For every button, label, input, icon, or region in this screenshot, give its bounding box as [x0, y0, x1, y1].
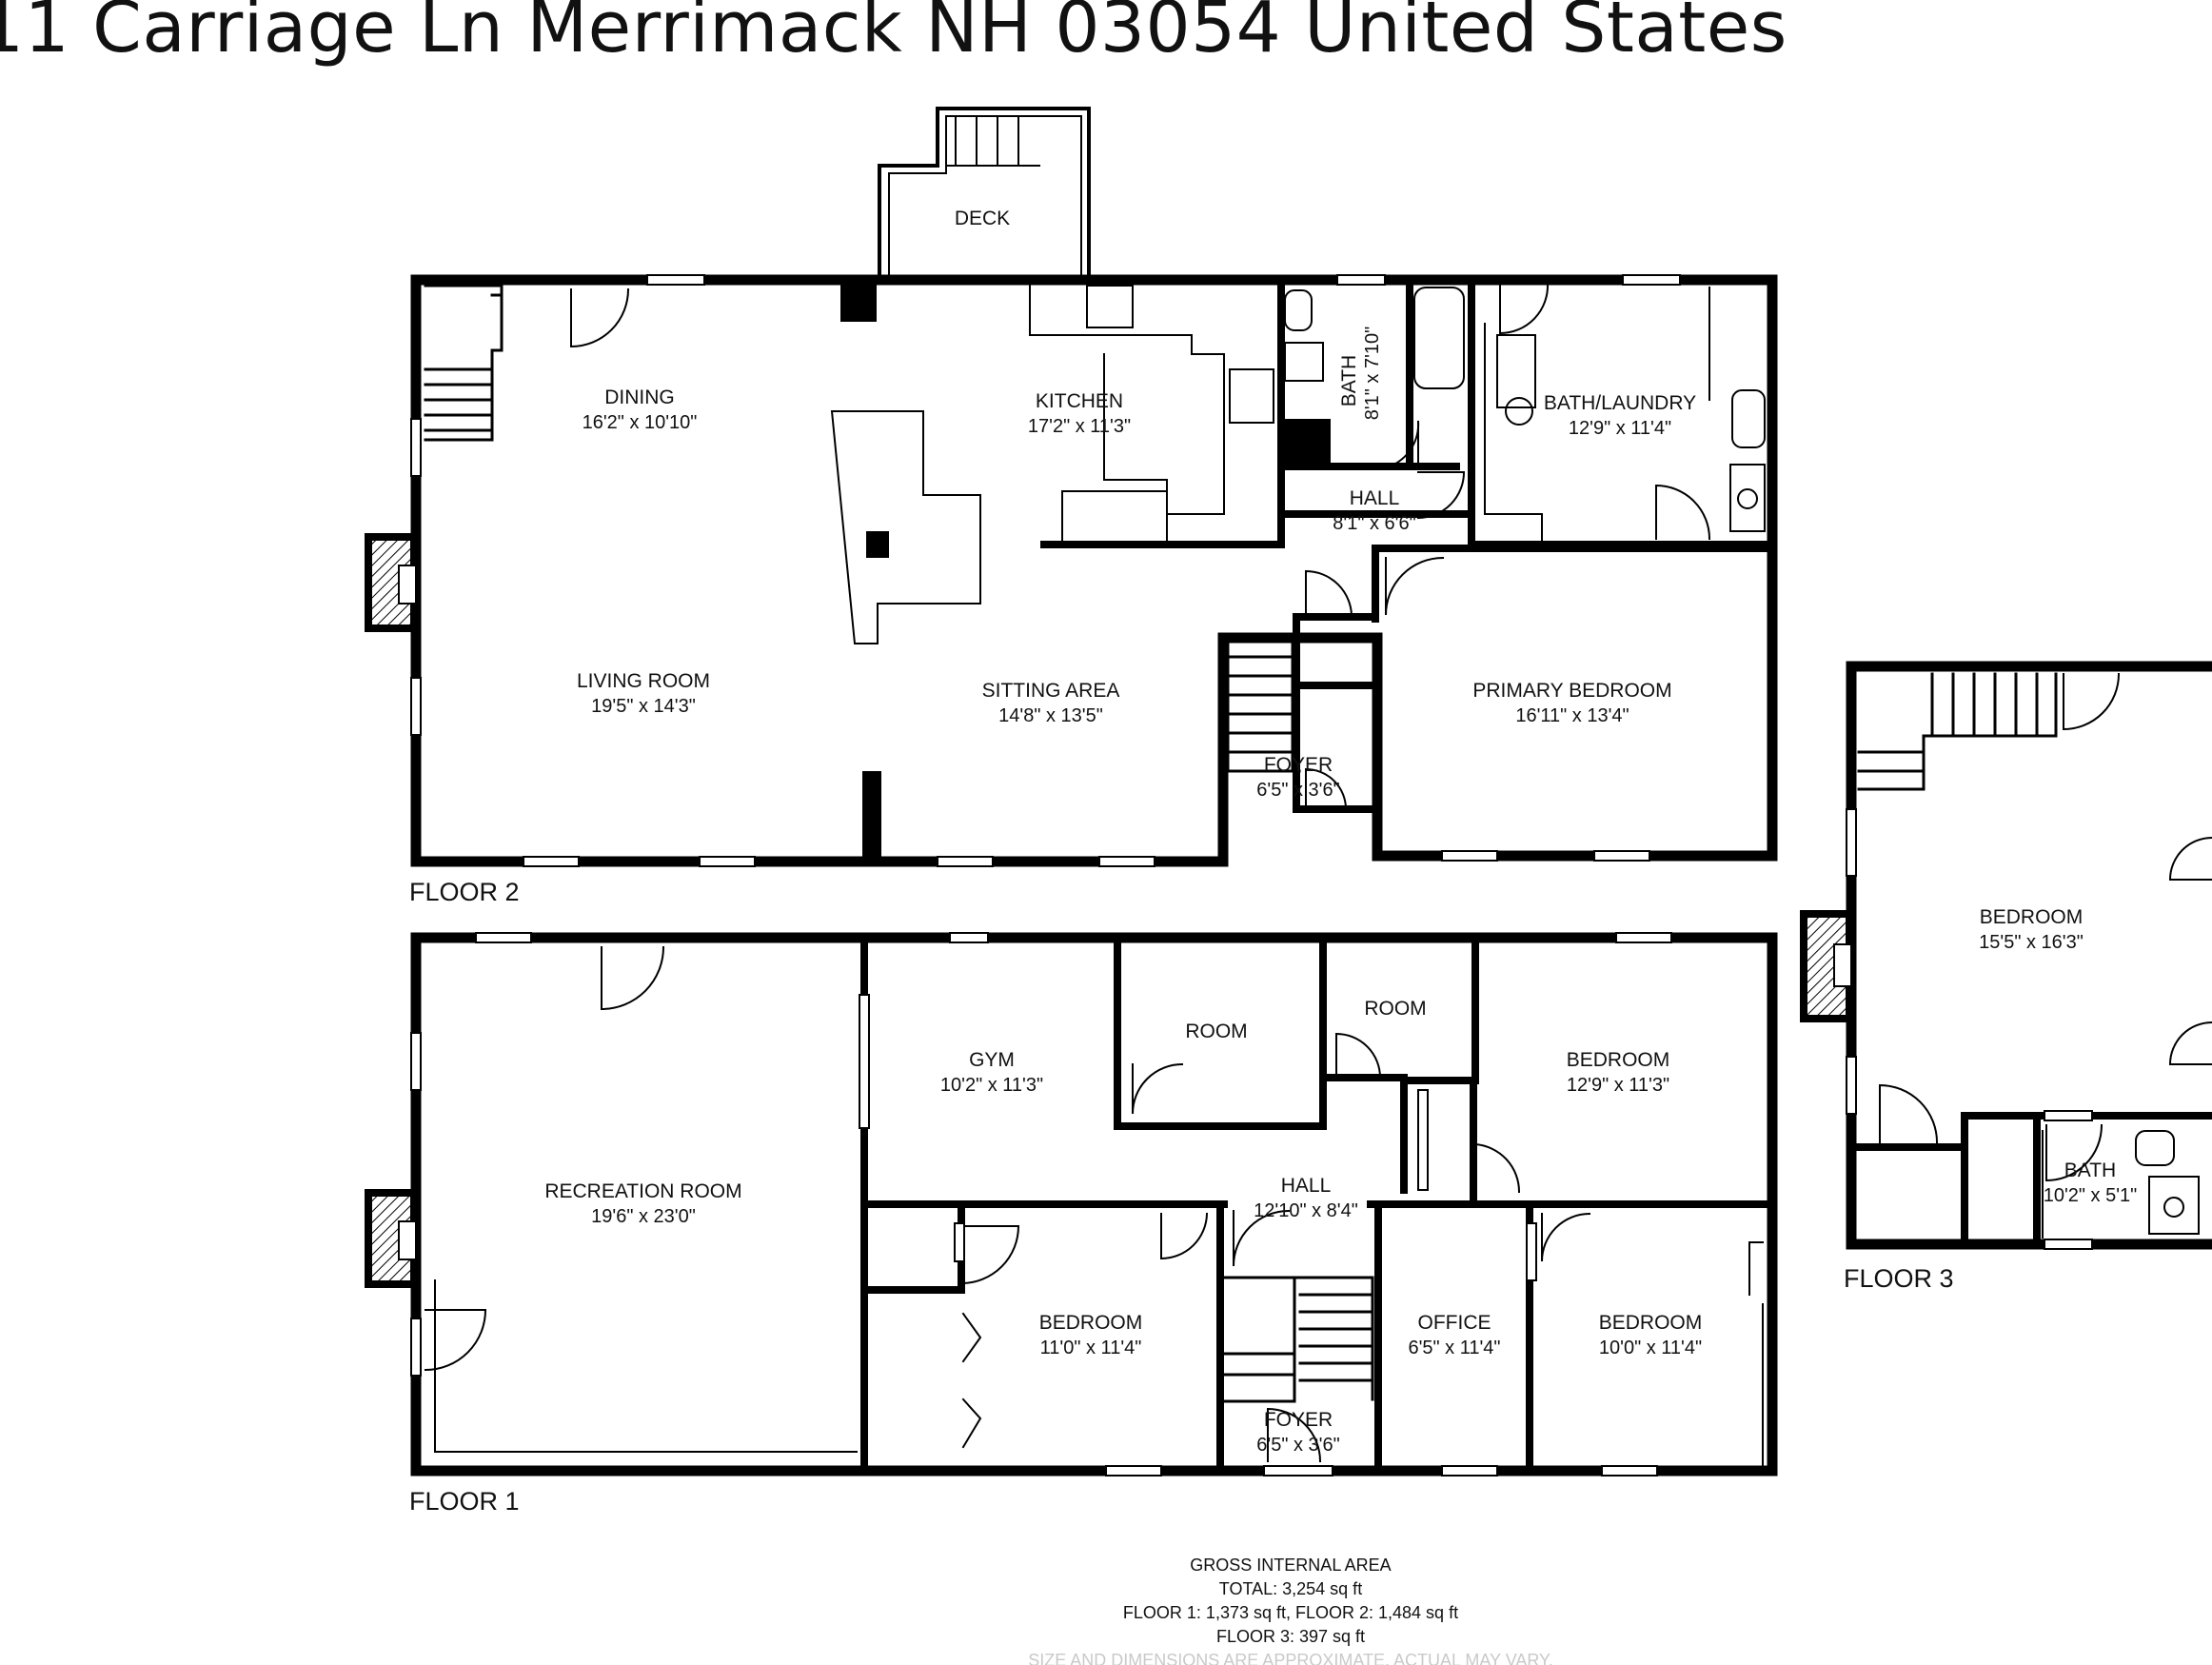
floor-labels: FLOOR 2 FLOOR 1 FLOOR 3: [409, 878, 1954, 1516]
floor-2-interior-walls: [1040, 276, 1776, 813]
floor-2-plan: [365, 107, 1778, 867]
floor-label-3: FLOOR 3: [1844, 1264, 1954, 1293]
room-name-room-a: ROOM: [1185, 1021, 1247, 1042]
floor-1-plan: [365, 932, 1778, 1477]
floor-2-exterior-walls: [410, 274, 1778, 867]
floor-2-stairs-west: [424, 284, 504, 442]
room-name-bath-floor-2: BATH: [1338, 355, 1360, 406]
area-total: TOTAL: 3,254 sq ft: [1219, 1579, 1362, 1598]
room-dim-office: 6'5" x 11'4": [1408, 1338, 1500, 1358]
gross-area-summary: GROSS INTERNAL AREA TOTAL: 3,254 sq ft F…: [1028, 1556, 1553, 1665]
room-name-bedroom-floor-1-sw: BEDROOM: [1039, 1312, 1143, 1334]
room-dim-hall-floor-1: 12'10" x 8'4": [1254, 1200, 1358, 1221]
room-name-deck: DECK: [955, 208, 1010, 229]
area-floors-1-2: FLOOR 1: 1,373 sq ft, FLOOR 2: 1,484 sq …: [1123, 1603, 1458, 1622]
room-name-kitchen: KITCHEN: [1036, 390, 1123, 412]
floor-2-doors: [570, 282, 1711, 811]
room-name-bath-floor-3: BATH: [2064, 1160, 2116, 1181]
room-dim-bedroom-floor-3: 15'5" x 16'3": [1979, 932, 2084, 953]
room-dim-foyer-floor-2: 6'5" x 3'6": [1256, 780, 1339, 801]
room-labels: DECK DINING 16'2" x 10'10" KITCHEN 17'2"…: [544, 208, 2137, 1456]
area-heading: GROSS INTERNAL AREA: [1190, 1556, 1391, 1575]
room-dim-kitchen: 17'2" x 11'3": [1028, 416, 1131, 437]
room-dim-dining: 16'2" x 10'10": [583, 412, 698, 433]
room-dim-gym: 10'2" x 11'3": [940, 1075, 1043, 1096]
room-dim-primary-bedroom: 16'11" x 13'4": [1515, 705, 1629, 726]
room-name-hall-floor-2: HALL: [1350, 487, 1400, 509]
room-name-bedroom-floor-1-ne: BEDROOM: [1567, 1049, 1670, 1071]
floor-2-stairs-foyer: [1226, 634, 1301, 773]
room-dim-bath-floor-2: 8'1" x 7'10": [1362, 327, 1383, 421]
floor-3-interior-walls: [1847, 1112, 2212, 1246]
room-name-bedroom-floor-3: BEDROOM: [1980, 906, 2084, 928]
floor-1-doors: [424, 945, 1764, 1467]
floor-2-bath-fixtures: [1284, 287, 1766, 544]
room-dim-hall-floor-2: 8'1" x 6'6": [1333, 513, 1415, 534]
room-name-dining: DINING: [604, 387, 675, 408]
room-name-primary-bedroom: PRIMARY BEDROOM: [1472, 680, 1671, 702]
room-name-bath-laundry: BATH/LAUNDRY: [1544, 392, 1696, 414]
room-dim-living-room: 19'5" x 14'3": [591, 696, 696, 717]
room-dim-bath-floor-3: 10'2" x 5'1": [2044, 1185, 2138, 1206]
floor-1-stairs: [434, 1276, 1374, 1453]
floor-3-doors: [1879, 672, 2212, 1182]
floor-3-bath-fixtures: [2042, 1130, 2200, 1239]
room-name-hall-floor-1: HALL: [1281, 1175, 1332, 1197]
kitchen-counters: [830, 285, 1274, 644]
room-dim-foyer-floor-1: 6'5" x 3'6": [1256, 1435, 1339, 1456]
room-name-foyer-floor-1: FOYER: [1264, 1409, 1333, 1431]
room-name-living-room: LIVING ROOM: [577, 670, 710, 692]
property-address-title: 11 Carriage Ln Merrimack NH 03054 United…: [0, 0, 1787, 69]
room-dim-bath-laundry: 12'9" x 11'4": [1569, 418, 1671, 439]
floor-1-interior-walls: [860, 934, 1776, 1475]
room-name-sitting-area: SITTING AREA: [982, 680, 1120, 702]
floor-label-2: FLOOR 2: [409, 878, 520, 906]
room-dim-recreation-room: 19'6" x 23'0": [591, 1206, 696, 1227]
area-disclaimer: SIZE AND DIMENSIONS ARE APPROXIMATE, ACT…: [1028, 1651, 1553, 1665]
room-dim-bedroom-floor-1-ne: 12'9" x 11'3": [1567, 1075, 1669, 1096]
floor-3-windows: [1846, 808, 2093, 1250]
floor-3-stairs: [1857, 672, 2058, 791]
room-name-room-b: ROOM: [1364, 998, 1426, 1020]
room-name-foyer-floor-2: FOYER: [1264, 754, 1333, 776]
room-dim-sitting-area: 14'8" x 13'5": [998, 705, 1103, 726]
floor-label-1: FLOOR 1: [409, 1487, 520, 1516]
room-dim-bedroom-floor-1-se: 10'0" x 11'4": [1599, 1338, 1702, 1358]
floor-3-plan: [1800, 661, 2212, 1250]
room-name-recreation-room: RECREATION ROOM: [544, 1180, 741, 1202]
floor-1-windows: [410, 932, 1672, 1477]
room-name-gym: GYM: [969, 1049, 1015, 1071]
floor-2-windows: [410, 274, 1681, 867]
deck-outline: [878, 107, 1091, 280]
room-dim-bedroom-floor-1-sw: 11'0" x 11'4": [1040, 1338, 1142, 1358]
area-floor-3: FLOOR 3: 397 sq ft: [1216, 1627, 1365, 1646]
room-name-office: OFFICE: [1418, 1312, 1491, 1334]
room-name-bedroom-floor-1-se: BEDROOM: [1599, 1312, 1703, 1334]
